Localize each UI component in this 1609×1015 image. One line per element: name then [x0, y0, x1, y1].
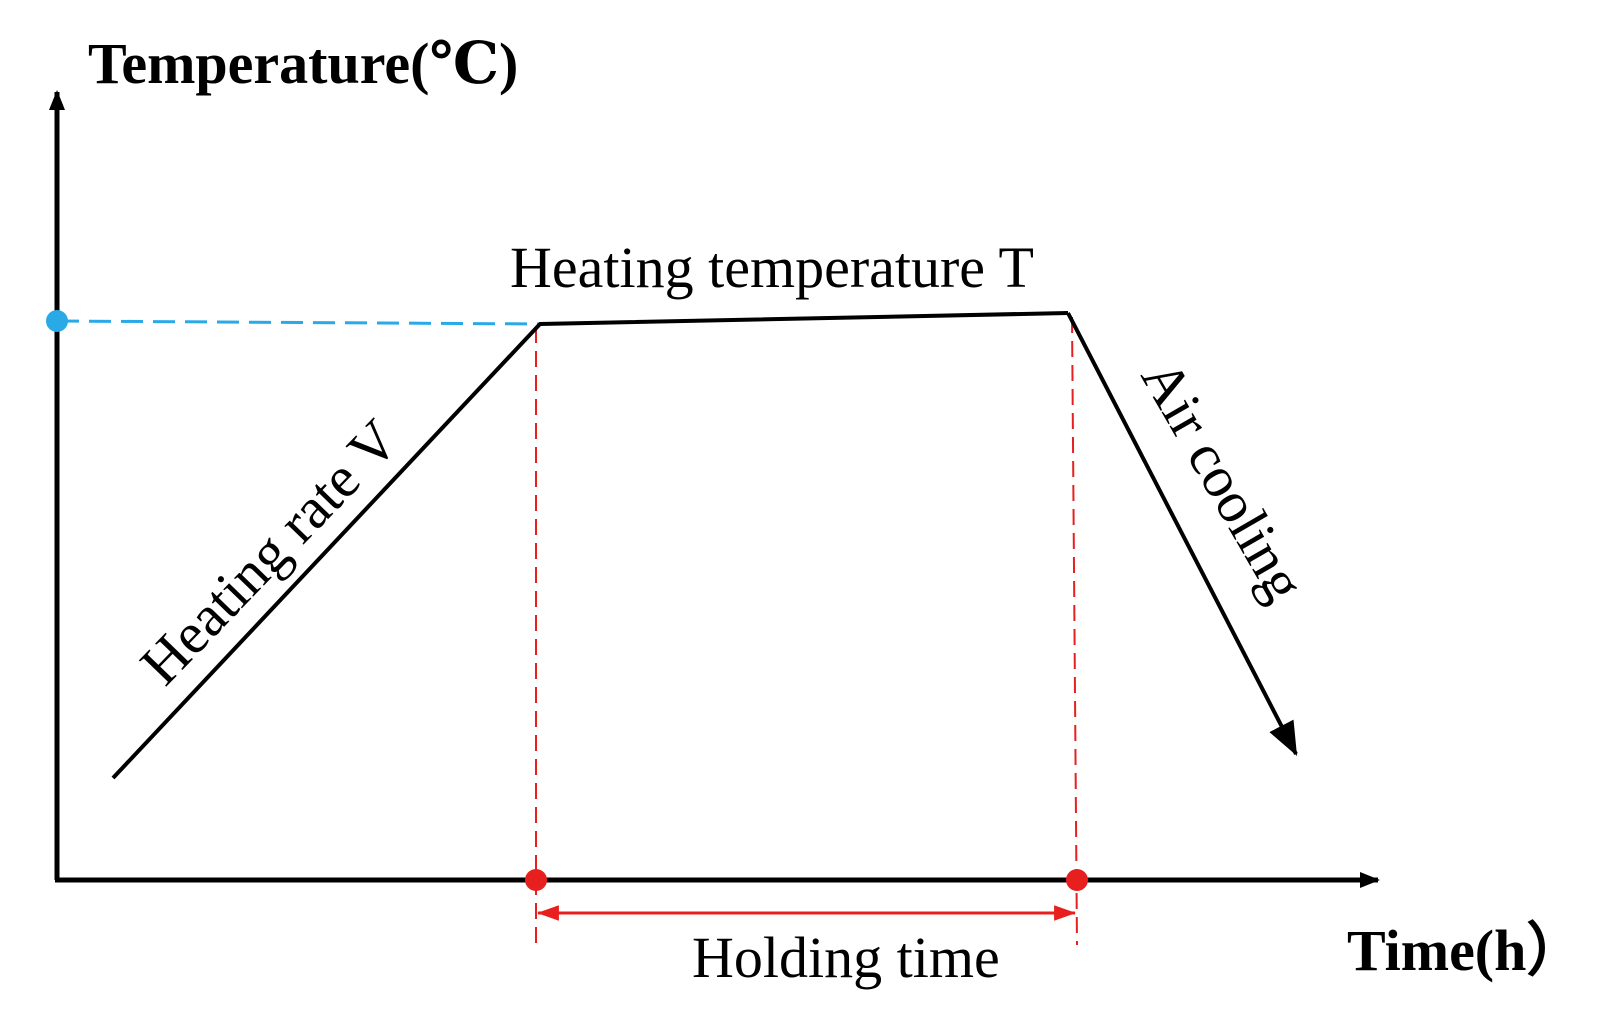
holding-time-label: Holding time [692, 925, 1000, 990]
ramp-label: Heating rate V [128, 407, 411, 697]
plateau-label: Heating temperature T [510, 235, 1034, 300]
y-axis-label: Temperature(℃) [88, 31, 518, 96]
cooling-segment [1066, 312, 1298, 757]
cooling-label: Air cooling [1129, 349, 1318, 612]
x-axis-label: Time(h） [1347, 918, 1584, 983]
temperature-point [46, 310, 68, 332]
temperature-guide-line [56, 319, 541, 326]
holding-end-point [1066, 869, 1088, 891]
holding-end-guide [1071, 316, 1078, 946]
holding-start-point [525, 869, 547, 891]
temperature-profile [111, 311, 1069, 780]
